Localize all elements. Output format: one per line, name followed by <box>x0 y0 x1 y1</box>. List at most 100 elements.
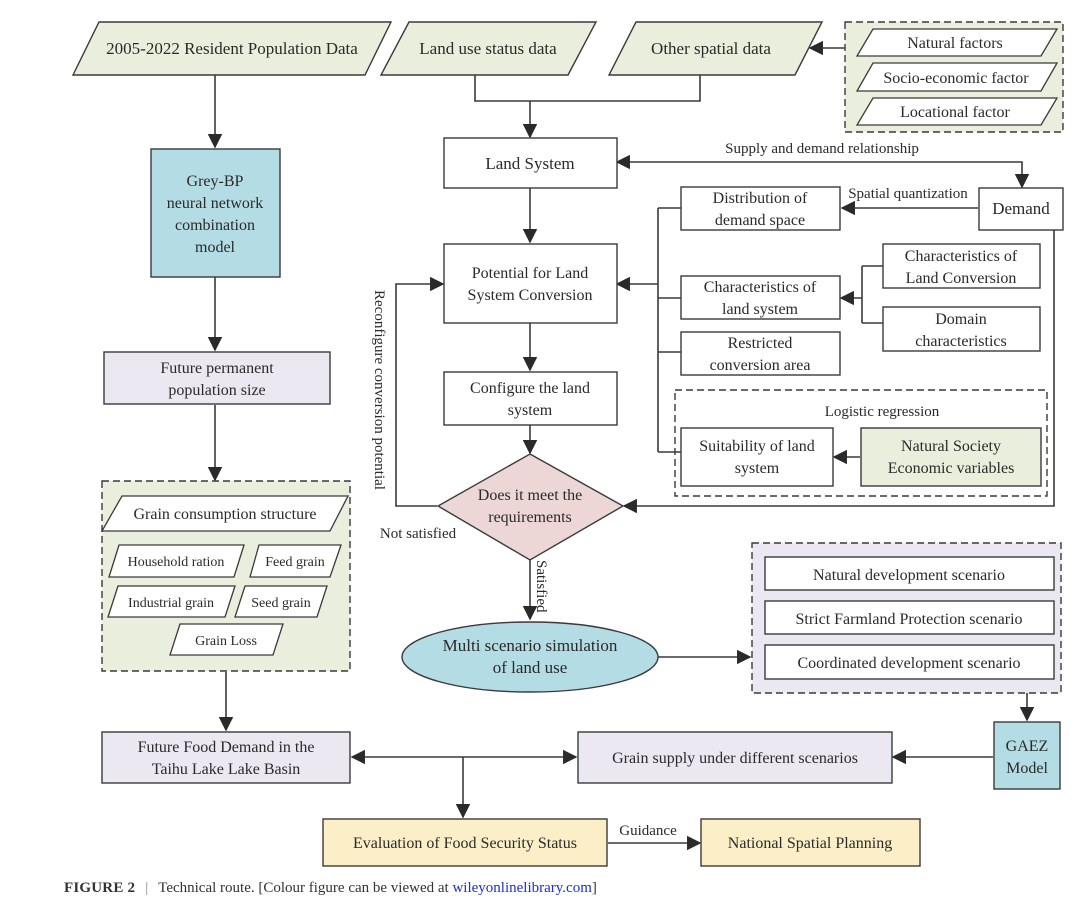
grey-bp-line-4: model <box>195 239 236 256</box>
food-demand-line-2: Taihu Lake Lake Basin <box>152 761 301 778</box>
grain-household-ration-label: Household ration <box>128 555 225 570</box>
restricted-conversion-area: Restricted conversion area <box>680 331 841 376</box>
grey-bp-line-3: combination <box>175 217 255 234</box>
input-population-data: 2005-2022 Resident Population Data <box>71 21 393 76</box>
multi-scenario-simulation: Multi scenario simulation of land use <box>401 621 659 693</box>
future-population-line-2: population size <box>168 382 265 399</box>
population-data-label: 2005-2022 Resident Population Data <box>106 39 358 58</box>
char-land-conversion: Characteristics of Land Conversion <box>882 243 1041 289</box>
char-conversion-line-1: Characteristics of <box>905 248 1018 265</box>
grey-bp-model: Grey-BP neural network combination model <box>150 148 281 278</box>
gaez-model: GAEZ Model <box>993 721 1061 790</box>
demand-box: Demand <box>978 187 1064 231</box>
connectors <box>207 40 1055 851</box>
distribution-demand-space: Distribution of demand space <box>680 186 841 231</box>
domain-line-2: characteristics <box>915 333 1007 350</box>
scenario-natural-label: Natural development scenario <box>813 567 1005 584</box>
natural-society-line-1: Natural Society <box>901 438 1001 455</box>
factor-socio-economic-label: Socio-economic factor <box>883 70 1029 87</box>
grain-seed-label: Seed grain <box>251 596 310 611</box>
land-use-status-label: Land use status data <box>419 39 557 58</box>
evaluation-label: Evaluation of Food Security Status <box>353 835 577 852</box>
factor-natural <box>855 28 1059 57</box>
char-conversion-line-2: Land Conversion <box>906 270 1017 287</box>
land-system: Land System <box>443 137 618 189</box>
grain-household-ration <box>108 544 245 578</box>
national-spatial-planning: National Spatial Planning <box>700 818 921 867</box>
suitability-line-2: system <box>735 460 780 477</box>
natural-society-line-2: Economic variables <box>888 460 1015 477</box>
logistic-regression-group: Logistic regression Suitability of land … <box>674 389 1048 497</box>
simulation-line-1: Multi scenario simulation <box>443 636 618 655</box>
satisfied-label: Satisfied <box>533 560 549 613</box>
scenario-farmland-label: Strict Farmland Protection scenario <box>795 611 1022 628</box>
figure-number: FIGURE 2 <box>64 880 136 896</box>
restricted-line-1: Restricted <box>728 335 793 352</box>
arrow-supply-demand <box>615 154 1030 189</box>
caption-text: Technical route. [Colour figure can be v… <box>158 880 453 896</box>
arrow-reconfigure-loop <box>395 276 445 507</box>
scenario-farmland <box>764 600 1055 635</box>
natural-society-box <box>860 427 1042 487</box>
scenarios-group: Natural development scenario Strict Farm… <box>751 542 1062 694</box>
grain-loss <box>169 623 284 656</box>
future-population: Future permanent population size <box>103 351 331 405</box>
grain-feed-label: Feed grain <box>265 555 324 570</box>
guidance-label: Guidance <box>619 823 677 839</box>
other-spatial-label: Other spatial data <box>651 39 771 58</box>
future-food-demand: Future Food Demand in the Taihu Lake Lak… <box>101 731 351 784</box>
decision-diamond: Does it meet the requirements <box>436 453 625 561</box>
wiley-link[interactable]: wileyonlinelibrary.com <box>452 880 592 896</box>
arrow-demand-to-decision <box>622 230 1055 514</box>
grain-supply: Grain supply under different scenarios <box>577 731 893 784</box>
potential-conversion: Potential for Land System Conversion <box>443 243 618 324</box>
suitability-box <box>680 427 834 487</box>
factor-locational <box>855 97 1059 126</box>
distribution-line-2: demand space <box>715 212 805 229</box>
supply-demand-label: Supply and demand relationship <box>725 141 919 157</box>
grain-supply-label: Grain supply under different scenarios <box>612 750 858 767</box>
char-land-system-line-2: land system <box>722 301 799 318</box>
gaez-line-2: Model <box>1006 760 1048 777</box>
spatial-quantization-label: Spatial quantization <box>848 186 968 202</box>
caption-close: ] <box>591 880 597 896</box>
grey-bp-line-1: Grey-BP <box>187 173 244 190</box>
configure-line-2: system <box>508 402 553 419</box>
input-land-use-status: Land use status data <box>379 21 598 76</box>
grain-feed <box>249 544 342 578</box>
grain-structure-title: Grain consumption structure <box>133 506 316 523</box>
factors-group: Natural factors Socio-economic factor Lo… <box>844 21 1064 133</box>
land-system-label: Land System <box>485 154 574 173</box>
caption-separator: | <box>145 880 149 896</box>
reconfigure-label: Reconfigure conversion potential <box>371 290 387 490</box>
factor-natural-label: Natural factors <box>907 35 1003 52</box>
char-land-system-line-1: Characteristics of <box>704 279 817 296</box>
factor-socio-economic <box>855 62 1059 92</box>
grain-seed <box>234 585 328 618</box>
evaluation-food-security: Evaluation of Food Security Status <box>322 818 608 867</box>
future-population-line-1: Future permanent <box>160 360 274 377</box>
scenario-coordinated <box>764 644 1055 680</box>
domain-line-1: Domain <box>935 311 987 328</box>
not-satisfied-label: Not satisfied <box>380 526 457 542</box>
demand-label: Demand <box>992 199 1050 218</box>
distribution-line-1: Distribution of <box>713 190 808 207</box>
grey-bp-line-2: neural network <box>167 195 263 212</box>
logistic-regression-label: Logistic regression <box>825 404 940 420</box>
join-land-data <box>474 75 701 102</box>
scenario-natural <box>764 556 1055 591</box>
potential-line-2: System Conversion <box>468 287 593 304</box>
grain-loss-label: Grain Loss <box>195 634 257 649</box>
configure-land-system: Configure the land system <box>443 371 618 426</box>
configure-line-1: Configure the land <box>470 380 590 397</box>
gaez-line-1: GAEZ <box>1006 738 1049 755</box>
domain-characteristics: Domain characteristics <box>882 306 1041 352</box>
factor-locational-label: Locational factor <box>900 104 1010 121</box>
suitability-line-1: Suitability of land <box>699 438 815 455</box>
potential-line-1: Potential for Land <box>472 265 588 282</box>
char-land-system: Characteristics of land system <box>680 275 841 320</box>
grain-structure-title-box <box>100 495 350 532</box>
food-demand-line-1: Future Food Demand in the <box>138 739 315 756</box>
national-planning-label: National Spatial Planning <box>728 835 892 852</box>
